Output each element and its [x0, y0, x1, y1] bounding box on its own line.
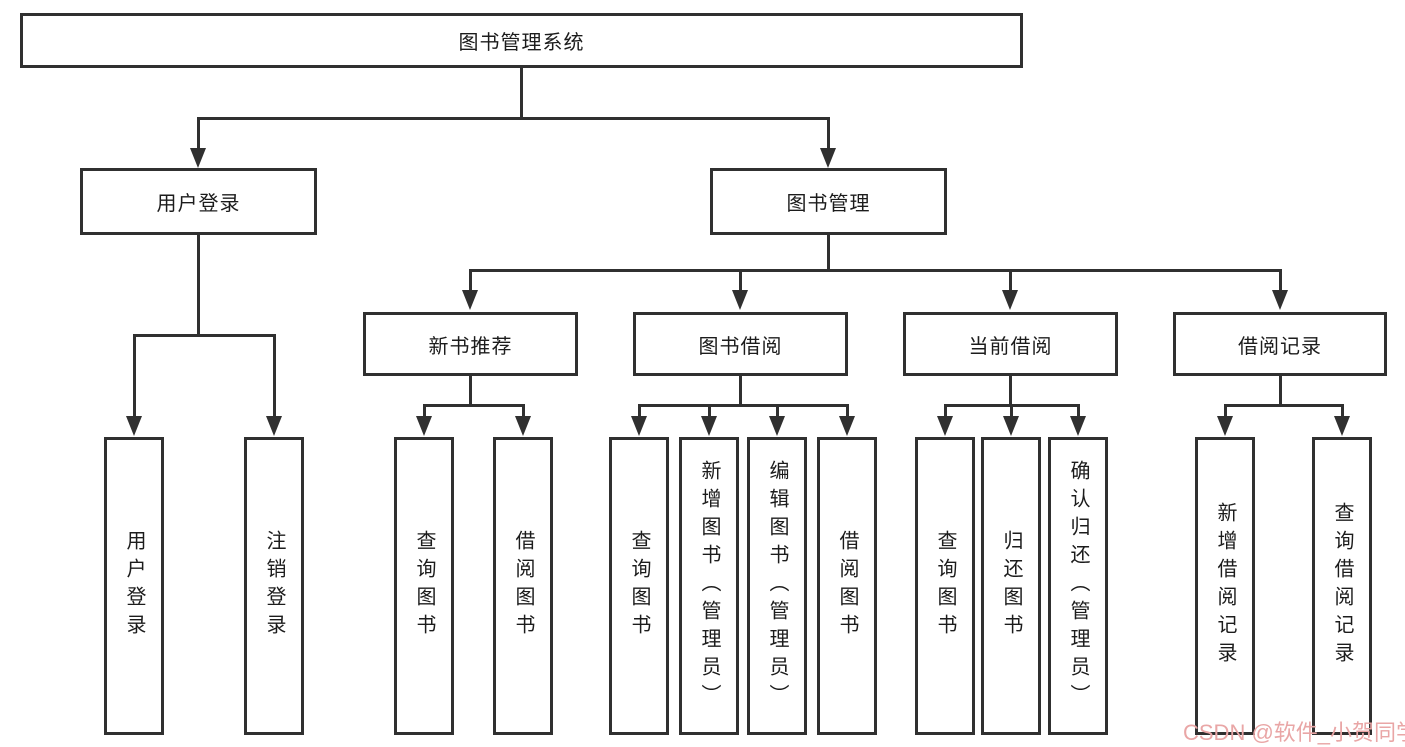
- arrowhead-icon: [1002, 290, 1018, 310]
- connector-line: [1223, 404, 1227, 417]
- connector-line: [1223, 404, 1344, 407]
- node-book-borrow: 图书借阅: [633, 312, 848, 376]
- connector-line: [1278, 376, 1282, 406]
- arrowhead-icon: [1272, 290, 1288, 310]
- connector-line: [196, 117, 830, 120]
- connector-line: [422, 404, 426, 417]
- arrowhead-icon: [1334, 416, 1350, 436]
- connector-line: [468, 376, 472, 406]
- leaf-newbook-query-books: 查询图书: [394, 437, 454, 735]
- node-label: 归还图书: [1000, 530, 1022, 642]
- node-label: 注销登录: [263, 530, 285, 642]
- arrowhead-icon: [937, 416, 953, 436]
- connector-line: [826, 117, 830, 150]
- connector-line: [637, 404, 849, 407]
- connector-line: [1278, 269, 1282, 291]
- node-label: 当前借阅: [968, 335, 1053, 358]
- arrowhead-icon: [631, 416, 647, 436]
- connector-line: [468, 269, 472, 291]
- connector-line: [1009, 404, 1013, 417]
- connector-line: [738, 269, 742, 291]
- node-root: 图书管理系统: [20, 13, 1023, 68]
- node-book-management: 图书管理: [710, 168, 947, 235]
- connector-line: [1340, 404, 1344, 417]
- node-label: 查询图书: [934, 530, 956, 642]
- arrowhead-icon: [416, 416, 432, 436]
- arrowhead-icon: [126, 416, 142, 436]
- connector-line: [1076, 404, 1080, 417]
- leaf-newbook-borrow-books: 借阅图书: [493, 437, 553, 735]
- connector-line: [521, 404, 525, 417]
- node-label: 图书管理: [786, 193, 871, 215]
- connector-line: [132, 334, 136, 417]
- node-borrow-records: 借阅记录: [1173, 312, 1387, 376]
- connector-line: [468, 269, 1282, 272]
- connector-line: [637, 404, 641, 417]
- arrowhead-icon: [839, 416, 855, 436]
- node-label: 查询图书: [628, 530, 650, 642]
- connector-line: [196, 117, 200, 150]
- connector-line: [775, 404, 779, 417]
- connector-line: [1008, 376, 1012, 406]
- leaf-current-query-books: 查询图书: [915, 437, 975, 735]
- node-label: 用户登录: [156, 193, 241, 215]
- leaf-logout: 注销登录: [244, 437, 304, 735]
- arrowhead-icon: [732, 290, 748, 310]
- node-label: 图书管理系统: [458, 32, 585, 54]
- leaf-user-login: 用户登录: [104, 437, 164, 735]
- leaf-records-query-record: 查询借阅记录: [1312, 437, 1372, 735]
- arrowhead-icon: [515, 416, 531, 436]
- leaf-borrow-edit-books-admin: 编辑图书（管理员）: [747, 437, 807, 735]
- node-label: 借阅记录: [1238, 335, 1322, 358]
- connector-line: [422, 404, 525, 407]
- arrowhead-icon: [190, 148, 206, 168]
- connector-line: [943, 404, 947, 417]
- node-label: 借阅图书: [512, 530, 534, 642]
- leaf-borrow-borrow-books: 借阅图书: [817, 437, 877, 735]
- arrowhead-icon: [462, 290, 478, 310]
- connector-line: [272, 334, 276, 417]
- leaf-borrow-query-books: 查询图书: [609, 437, 669, 735]
- connector-line: [196, 235, 200, 335]
- node-label: 图书借阅: [698, 335, 783, 358]
- connector-line: [845, 404, 849, 417]
- node-label: 确认归还（管理员）: [1067, 460, 1089, 712]
- leaf-records-add-record: 新增借阅记录: [1195, 437, 1255, 735]
- node-label: 用户登录: [123, 530, 145, 642]
- arrowhead-icon: [1217, 416, 1233, 436]
- node-user-login: 用户登录: [80, 168, 317, 235]
- connector-line: [738, 376, 742, 406]
- csdn-watermark: CSDN @软件_小贺同学: [1183, 720, 1405, 745]
- node-new-book-recommend: 新书推荐: [363, 312, 578, 376]
- connector-line: [132, 334, 276, 337]
- node-current-borrow: 当前借阅: [903, 312, 1118, 376]
- leaf-borrow-add-books-admin: 新增图书（管理员）: [679, 437, 739, 735]
- arrowhead-icon: [769, 416, 785, 436]
- connector-line: [1008, 269, 1012, 291]
- arrowhead-icon: [1070, 416, 1086, 436]
- node-label: 新书推荐: [428, 335, 513, 358]
- leaf-current-return-books: 归还图书: [981, 437, 1041, 735]
- node-label: 查询借阅记录: [1331, 502, 1353, 670]
- arrowhead-icon: [1003, 416, 1019, 436]
- connector-line: [707, 404, 711, 417]
- arrowhead-icon: [701, 416, 717, 436]
- node-label: 查询图书: [413, 530, 435, 642]
- node-label: 新增借阅记录: [1214, 502, 1236, 670]
- leaf-current-confirm-return-admin: 确认归还（管理员）: [1048, 437, 1108, 735]
- node-label: 新增图书（管理员）: [698, 460, 720, 712]
- arrowhead-icon: [820, 148, 836, 168]
- connector-line: [826, 235, 830, 271]
- connector-line: [520, 67, 523, 120]
- node-label: 编辑图书（管理员）: [766, 460, 788, 712]
- arrowhead-icon: [266, 416, 282, 436]
- node-label: 借阅图书: [836, 530, 858, 642]
